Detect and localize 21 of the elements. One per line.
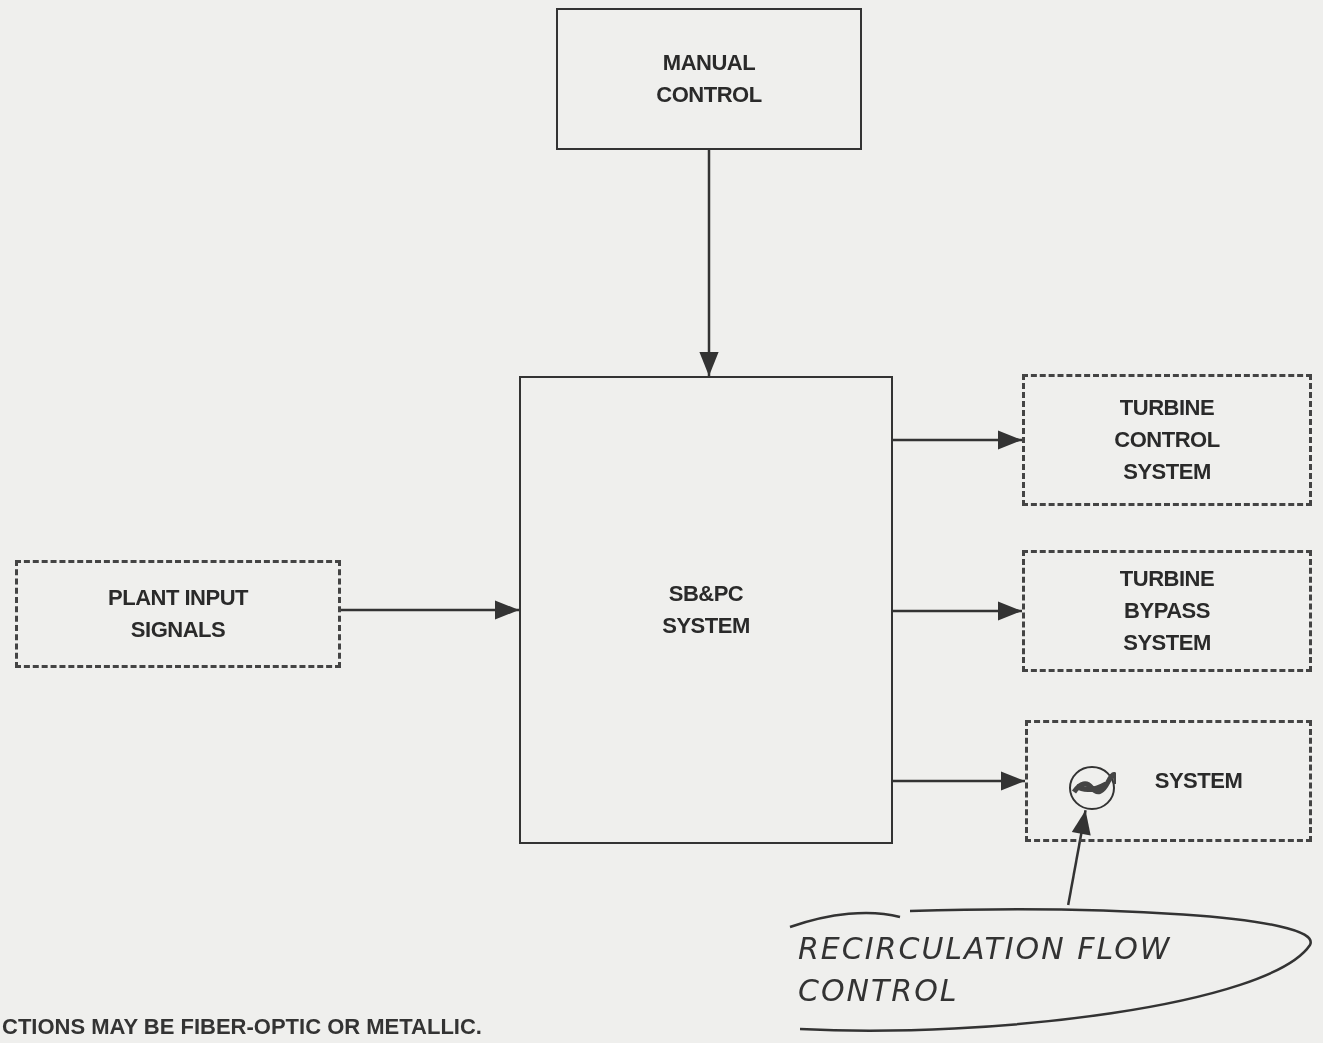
handwritten-note: RECIRCULATION FLOW CONTROL — [797, 930, 1173, 1010]
process-box — [519, 376, 893, 844]
footnote: CTIONS MAY BE FIBER-OPTIC OR METALLIC. — [2, 1014, 482, 1040]
box-label: TURBINE CONTROL SYSTEM — [1113, 394, 1221, 486]
process-box — [556, 8, 862, 150]
dashed-system-box — [1022, 374, 1312, 506]
arrow — [893, 771, 1025, 791]
box-label: PLANT INPUT SIGNALS — [107, 584, 250, 644]
arrow — [341, 600, 519, 620]
circle-mark — [1068, 765, 1116, 811]
leader-line — [1066, 809, 1091, 906]
dashed-system-box — [15, 560, 341, 668]
box-label: SB&PC SYSTEM — [661, 580, 751, 640]
box-label: SYSTEM — [1153, 767, 1244, 795]
dashed-system-box — [1022, 550, 1312, 672]
arrow — [699, 150, 719, 376]
arrow — [893, 601, 1022, 621]
dashed-system-box — [1025, 720, 1312, 842]
arrow — [893, 430, 1022, 450]
box-label: TURBINE BYPASS SYSTEM — [1118, 565, 1216, 657]
box-label: MANUAL CONTROL — [655, 49, 763, 109]
